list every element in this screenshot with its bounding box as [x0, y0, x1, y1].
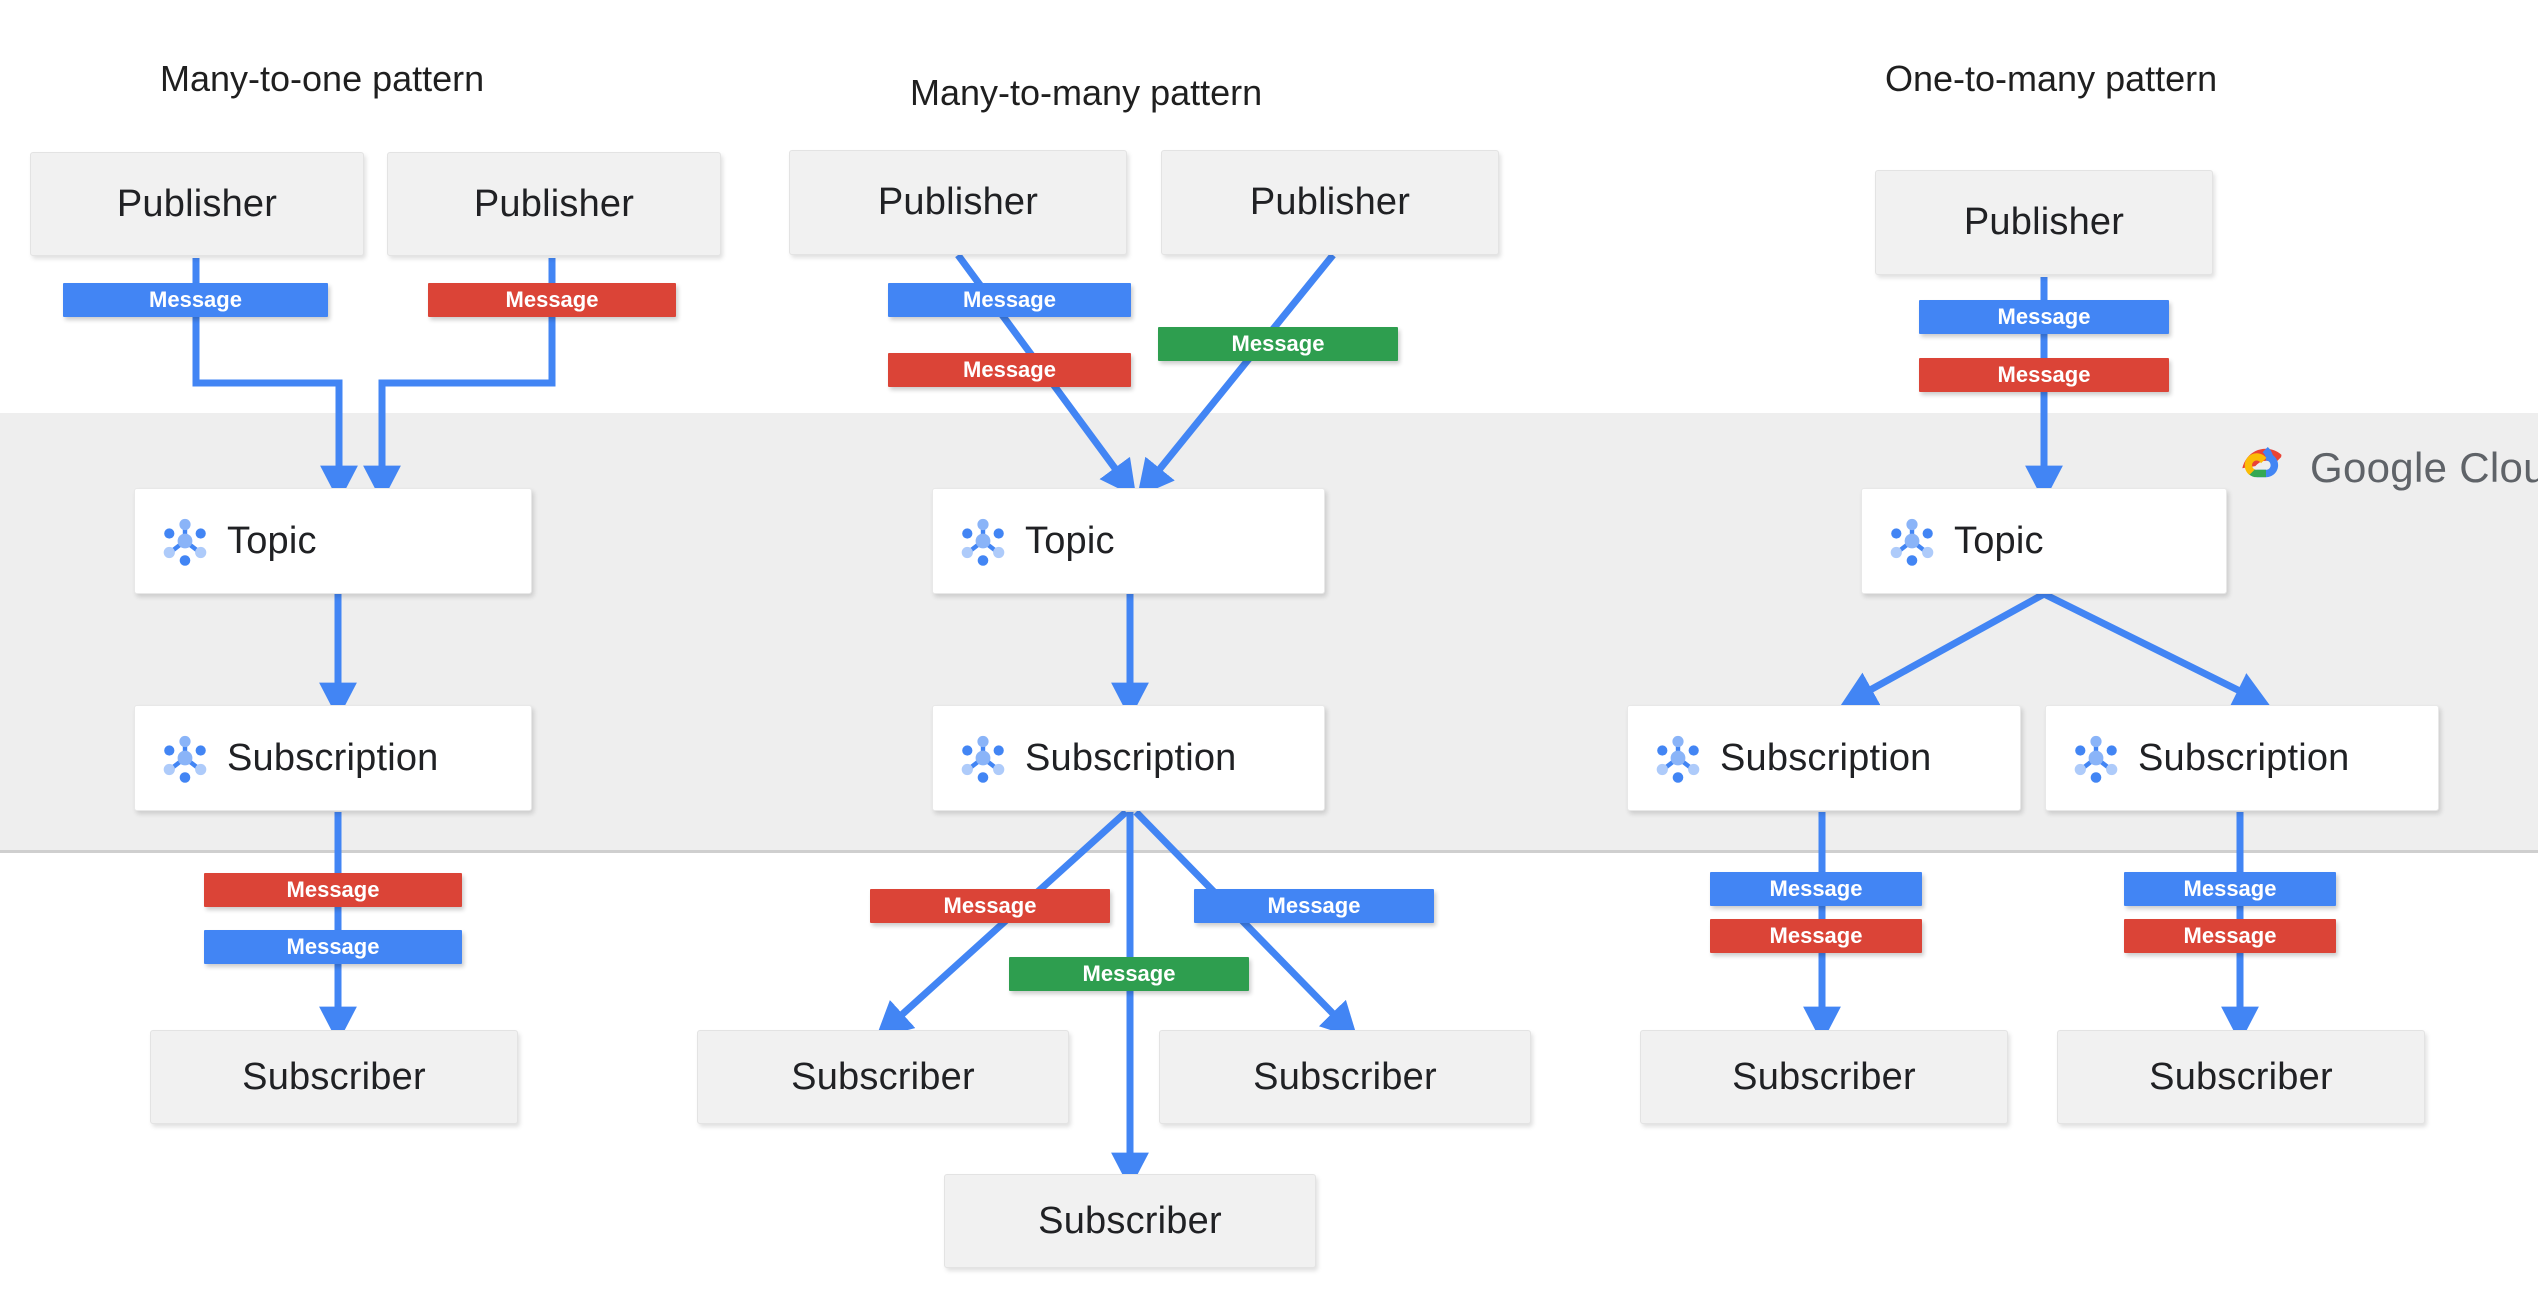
- publisher-label: Publisher: [877, 181, 1039, 223]
- publisher-label: Publisher: [1963, 201, 2125, 243]
- publisher-label: Publisher: [473, 182, 635, 225]
- publisher-box[interactable]: Publisher: [1161, 150, 1499, 255]
- publisher-box[interactable]: Publisher: [1875, 170, 2213, 275]
- message-chip: Message: [1919, 358, 2169, 392]
- subscriber-box[interactable]: Subscriber: [944, 1174, 1316, 1268]
- subscriber-box[interactable]: Subscriber: [1640, 1030, 2008, 1124]
- subscriber-label: Subscriber: [242, 1055, 426, 1098]
- google-cloud-wordmark: Google Cloud: [2310, 444, 2538, 491]
- subscriber-label: Subscriber: [2149, 1055, 2333, 1098]
- google-cloud-branding: Google Cloud: [2240, 444, 2538, 492]
- pattern-title-many-to-one: Many-to-one pattern: [160, 58, 485, 99]
- message-chip: Message: [2124, 872, 2336, 906]
- message-chip: Message: [204, 873, 462, 907]
- pubsub-node-icon: [1884, 513, 1940, 569]
- publisher-box[interactable]: Publisher: [387, 152, 721, 256]
- google-cloud-logo-icon: [2240, 446, 2292, 490]
- message-chip: Message: [1710, 919, 1922, 953]
- publisher-box[interactable]: Publisher: [789, 150, 1127, 255]
- message-chip: Message: [888, 283, 1131, 317]
- pattern-title-many-to-many: Many-to-many pattern: [910, 72, 1263, 113]
- subscription-box[interactable]: Subscription: [134, 705, 532, 811]
- message-chip: Message: [1710, 872, 1922, 906]
- message-chip: Message: [204, 930, 462, 964]
- topic-label: Topic: [227, 519, 317, 562]
- pubsub-node-icon: [157, 730, 213, 786]
- subscription-box[interactable]: Subscription: [2045, 705, 2439, 811]
- topic-box[interactable]: Topic: [1861, 488, 2227, 594]
- pattern-title-one-to-many: One-to-many pattern: [1885, 58, 2218, 99]
- subscriber-label: Subscriber: [1253, 1055, 1437, 1098]
- topic-box[interactable]: Topic: [134, 488, 532, 594]
- subscription-label: Subscription: [227, 736, 439, 779]
- topic-box[interactable]: Topic: [932, 488, 1325, 594]
- subscriber-label: Subscriber: [1732, 1055, 1916, 1098]
- message-chip: Message: [888, 353, 1131, 387]
- message-chip: Message: [428, 283, 676, 317]
- subscriber-box[interactable]: Subscriber: [2057, 1030, 2425, 1124]
- topic-label: Topic: [1954, 519, 2044, 562]
- message-chip: Message: [1194, 889, 1434, 923]
- message-chip: Message: [1158, 327, 1398, 361]
- subscription-box[interactable]: Subscription: [932, 705, 1325, 811]
- subscriber-box[interactable]: Subscriber: [150, 1030, 518, 1124]
- message-chip: Message: [1919, 300, 2169, 334]
- subscription-label: Subscription: [1025, 736, 1237, 779]
- subscriber-label: Subscriber: [1038, 1199, 1222, 1242]
- subscriber-label: Subscriber: [791, 1055, 975, 1098]
- message-chip: Message: [1009, 957, 1249, 991]
- subscription-label: Subscription: [1720, 736, 1932, 779]
- pubsub-node-icon: [1650, 730, 1706, 786]
- publisher-label: Publisher: [1249, 181, 1411, 223]
- subscription-label: Subscription: [2138, 736, 2350, 779]
- publisher-box[interactable]: Publisher: [30, 152, 364, 256]
- pubsub-node-icon: [955, 730, 1011, 786]
- pubsub-node-icon: [2068, 730, 2124, 786]
- pubsub-node-icon: [157, 513, 213, 569]
- publisher-label: Publisher: [116, 182, 278, 225]
- message-chip: Message: [2124, 919, 2336, 953]
- subscriber-box[interactable]: Subscriber: [1159, 1030, 1531, 1124]
- subscription-box[interactable]: Subscription: [1627, 705, 2021, 811]
- message-chip: Message: [63, 283, 328, 317]
- topic-label: Topic: [1025, 519, 1115, 562]
- pubsub-node-icon: [955, 513, 1011, 569]
- message-chip: Message: [870, 889, 1110, 923]
- subscriber-box[interactable]: Subscriber: [697, 1030, 1069, 1124]
